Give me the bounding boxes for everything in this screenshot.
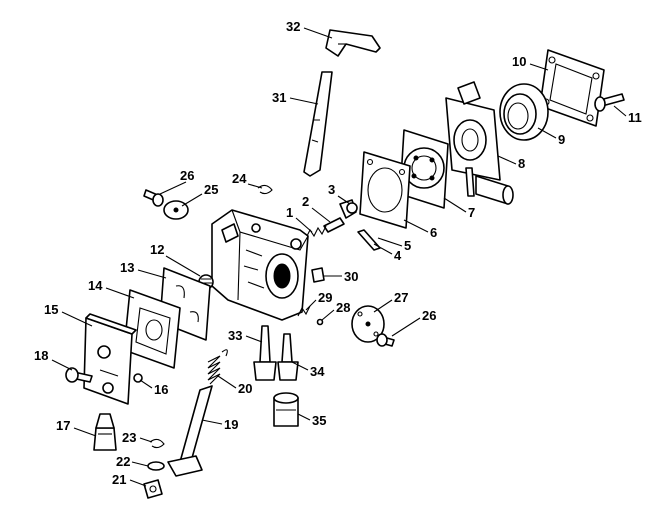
part-pin-4 (357, 229, 381, 251)
part-screw-11 (594, 93, 625, 112)
callout-12: 12 (150, 242, 164, 257)
callout-26-right: 26 (422, 308, 436, 323)
callout-6: 6 (430, 225, 437, 240)
callout-24: 24 (232, 171, 247, 186)
callout-35: 35 (312, 413, 326, 428)
callout-7: 7 (468, 205, 475, 220)
callout-18: 18 (34, 348, 48, 363)
callout-28: 28 (336, 300, 350, 315)
callout-21: 21 (112, 472, 126, 487)
part-spring-29 (297, 305, 311, 317)
callout-26-top: 26 (180, 168, 194, 183)
part-fitting-3 (339, 199, 358, 219)
part-spring-20 (207, 349, 228, 385)
callout-14: 14 (88, 278, 103, 293)
part-intake-sleeve (499, 83, 549, 141)
part-plate-25 (163, 200, 189, 220)
part-ball-28 (316, 318, 324, 326)
part-carburetor-body (211, 209, 309, 321)
part-plug-30 (311, 267, 325, 283)
part-end-cover-15 (83, 313, 137, 405)
part-spring-1 (305, 225, 327, 239)
callout-27: 27 (394, 290, 408, 305)
part-screw-26-right (376, 333, 395, 347)
callout-labels: 32 31 10 11 9 8 7 6 3 2 1 5 4 24 26 25 3… (34, 19, 642, 487)
part-clip-23 (149, 438, 165, 449)
callout-19: 19 (224, 417, 238, 432)
callout-leaders (51, 27, 627, 487)
part-choke-shaft (303, 71, 333, 177)
callout-5: 5 (404, 238, 411, 253)
callout-15: 15 (44, 302, 58, 317)
part-pump-housing (445, 81, 514, 205)
callout-4: 4 (394, 248, 402, 263)
callout-23: 23 (122, 430, 136, 445)
callout-30: 30 (344, 269, 358, 284)
part-screw-18 (65, 367, 93, 383)
part-pump-gasket (359, 151, 411, 229)
part-pump-diaphragm (399, 129, 449, 209)
callout-1: 1 (286, 205, 293, 220)
part-nut-21 (143, 479, 163, 499)
callout-33: 33 (228, 328, 242, 343)
callout-3: 3 (328, 182, 335, 197)
part-screw-26-top (143, 189, 164, 207)
part-washer-22 (147, 461, 165, 471)
callout-8: 8 (518, 156, 525, 171)
part-flange-gasket (539, 49, 605, 127)
callout-32: 32 (286, 19, 300, 34)
callout-22: 22 (116, 454, 130, 469)
callout-25: 25 (204, 182, 218, 197)
callout-29: 29 (318, 290, 332, 305)
part-clip-24 (257, 184, 273, 195)
part-choke-lever-knob (325, 29, 381, 57)
callout-2: 2 (302, 194, 309, 209)
part-adjusting-screw-33 (253, 325, 277, 381)
part-throttle-shaft (167, 385, 213, 477)
callout-17: 17 (56, 418, 70, 433)
part-cap-17 (93, 413, 117, 451)
callout-34: 34 (310, 364, 325, 379)
callout-16: 16 (154, 382, 168, 397)
callout-10: 10 (512, 54, 526, 69)
callout-9: 9 (558, 132, 565, 147)
part-needle-2 (323, 217, 345, 233)
callout-13: 13 (120, 260, 134, 275)
callout-20: 20 (238, 381, 252, 396)
part-adjusting-screw-34 (277, 333, 299, 381)
callout-11: 11 (628, 110, 642, 125)
callout-31: 31 (272, 90, 286, 105)
part-cap-35 (273, 392, 299, 427)
part-cover-27 (351, 305, 385, 343)
